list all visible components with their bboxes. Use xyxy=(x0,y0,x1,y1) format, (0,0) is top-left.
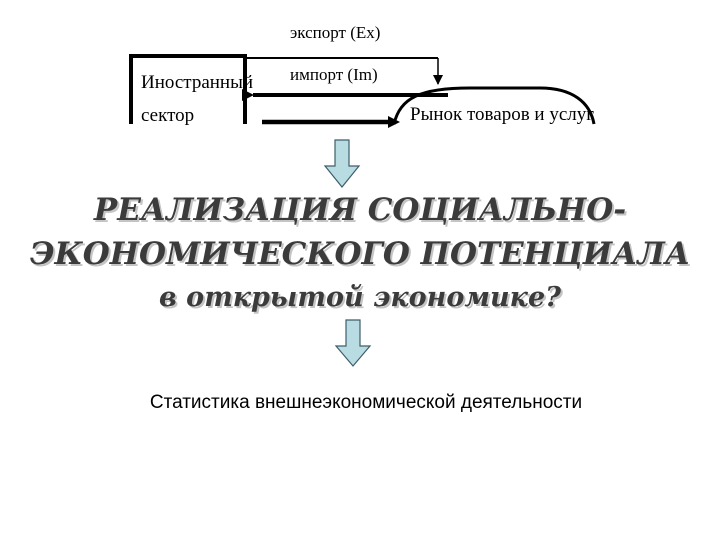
down-block-arrow-2 xyxy=(334,319,372,367)
title-line-2: ЭКОНОМИЧЕСКОГО ПОТЕНЦИАЛА xyxy=(29,236,691,272)
foreign-sector-label-line1: Иностранный xyxy=(141,72,253,93)
market-label: Рынок товаров и услуг xyxy=(410,104,594,125)
title-line-1: РЕАЛИЗАЦИЯ СОЦИАЛЬНО- xyxy=(93,192,627,228)
export-arrow xyxy=(245,57,443,85)
import-label: импорт (Im) xyxy=(290,65,378,84)
foreign-sector-label-line2: сектор xyxy=(141,105,194,126)
down-block-arrow-1 xyxy=(323,139,361,188)
market-arc xyxy=(392,86,596,125)
goods-flow-arrow xyxy=(262,116,400,128)
title-line-3: в открытой экономике? xyxy=(159,282,561,313)
caption-text: Статистика внешнеэкономической деятельно… xyxy=(149,392,583,413)
export-label: экспорт (Ex) xyxy=(290,23,380,42)
